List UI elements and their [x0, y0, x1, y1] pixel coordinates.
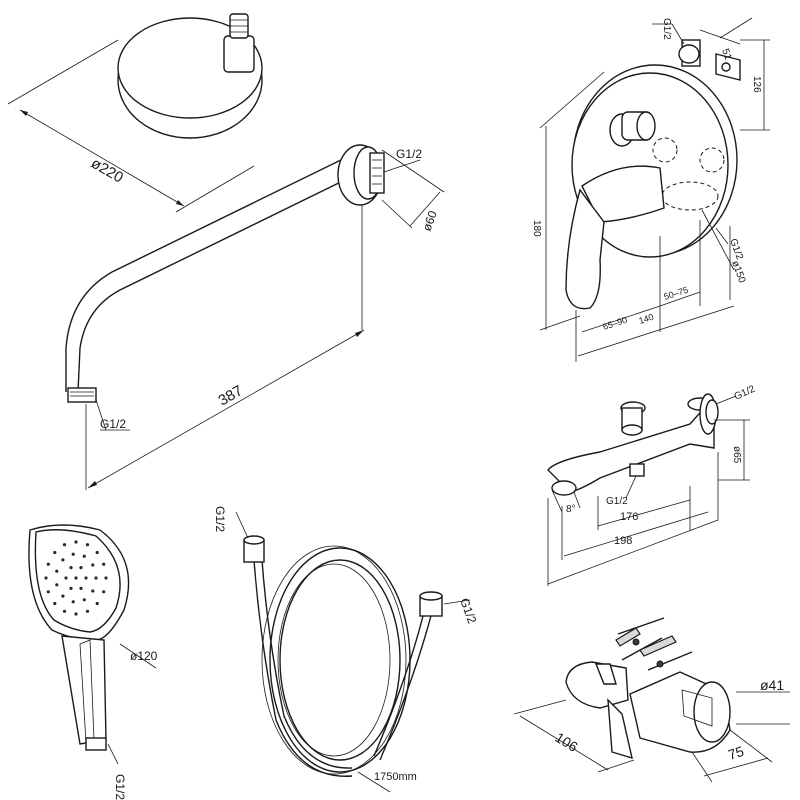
mixer-plate-diameter-label: ø150 — [729, 259, 747, 285]
nozzle-dot — [64, 576, 68, 580]
nozzle-dot — [46, 590, 50, 594]
nozzle-dot — [84, 576, 88, 580]
nozzle-dot — [102, 590, 106, 594]
shower-arm-flange-label: ø60 — [420, 209, 440, 234]
nozzle-dot — [53, 550, 57, 555]
hose-length-label: 1750mm — [374, 771, 417, 783]
mixer-height-right-label: 126 — [751, 76, 762, 93]
rain-shower-head — [117, 13, 263, 139]
nozzle-dot — [85, 609, 90, 613]
nozzle-dot — [95, 601, 99, 606]
spout-height-label: ø65 — [731, 446, 742, 464]
spout-length-inner-label: 176 — [620, 511, 638, 523]
mixer-width-label: 140 — [638, 312, 655, 326]
nozzle-dot — [91, 589, 95, 593]
spout-thread-bottom-label: G1/2 — [606, 496, 628, 507]
spout-angle-label: 8° — [566, 504, 576, 515]
wall-holder — [565, 661, 731, 760]
nozzle-dot — [71, 552, 75, 556]
concealed-mixer — [565, 39, 741, 310]
mixer-range-a-label: 65–90 — [602, 315, 629, 332]
nozzle-dot — [55, 569, 59, 573]
shower-arm-dimensions: G1/2 ø60 387 G1/2 — [85, 147, 445, 490]
nozzle-dot — [69, 566, 73, 570]
hand-shower — [28, 524, 130, 751]
shower-arm-thread-top-label: G1/2 — [396, 147, 422, 161]
nozzle-dot — [85, 543, 90, 547]
spout-thread-label: G1/2 — [733, 383, 758, 402]
nozzle-dot — [82, 598, 86, 602]
nozzle-dot — [62, 543, 67, 547]
hose-thread-left-label: G1/2 — [213, 506, 227, 532]
mixer-depth-label: 51 — [719, 47, 733, 62]
mixer-thread-top-label: G1/2 — [661, 18, 672, 40]
nozzle-dot — [44, 576, 48, 580]
nozzle-dot — [61, 594, 65, 598]
shower-head-diameter-dimension: ø220 — [7, 39, 255, 213]
nozzle-dot — [71, 600, 75, 604]
nozzle-dot — [74, 612, 78, 616]
spout-length-outer-label: 198 — [614, 535, 632, 547]
hand-shower-diameter-label: ø120 — [130, 649, 158, 663]
nozzle-dot — [79, 566, 83, 570]
nozzle-dot — [74, 576, 78, 580]
shower-hose — [243, 535, 443, 777]
shower-head-diameter-label: ø220 — [88, 155, 126, 187]
nozzle-dot — [91, 563, 95, 567]
nozzle-dot — [69, 586, 73, 591]
nozzle-dot — [53, 601, 57, 606]
hose-thread-right-label: G1/2 — [457, 596, 479, 626]
shower-arm-length-label: 387 — [216, 382, 246, 409]
holder-diameter-label: ø41 — [760, 677, 784, 693]
mixer-height-left-label: 180 — [531, 220, 542, 237]
shower-arm-thread-bottom-label: G1/2 — [100, 417, 126, 431]
nozzle-dot — [102, 562, 106, 566]
nozzle-dot — [62, 609, 67, 613]
hose-dimensions: G1/2 G1/2 1750mm — [213, 506, 479, 793]
nozzle-dot — [82, 554, 86, 558]
nozzle-dot — [104, 576, 108, 580]
nozzle-dot — [79, 586, 83, 591]
nozzle-dot — [95, 550, 99, 555]
mounting-screws-and-plugs — [615, 617, 693, 671]
holder-width-label: 75 — [726, 743, 746, 763]
bath-spout — [547, 393, 719, 496]
hand-shower-dimensions: ø120 G1/2 — [107, 643, 158, 800]
nozzle-dot — [61, 558, 65, 562]
hand-shower-nozzles — [44, 540, 108, 616]
hand-shower-thread-label: G1/2 — [113, 774, 127, 800]
nozzle-dot — [94, 576, 98, 580]
nozzle-dot — [55, 583, 59, 587]
mixer-range-b-label: 50–75 — [663, 285, 690, 302]
nozzle-dot — [74, 540, 78, 544]
shower-arm — [65, 144, 385, 403]
nozzle-dot — [46, 562, 50, 566]
